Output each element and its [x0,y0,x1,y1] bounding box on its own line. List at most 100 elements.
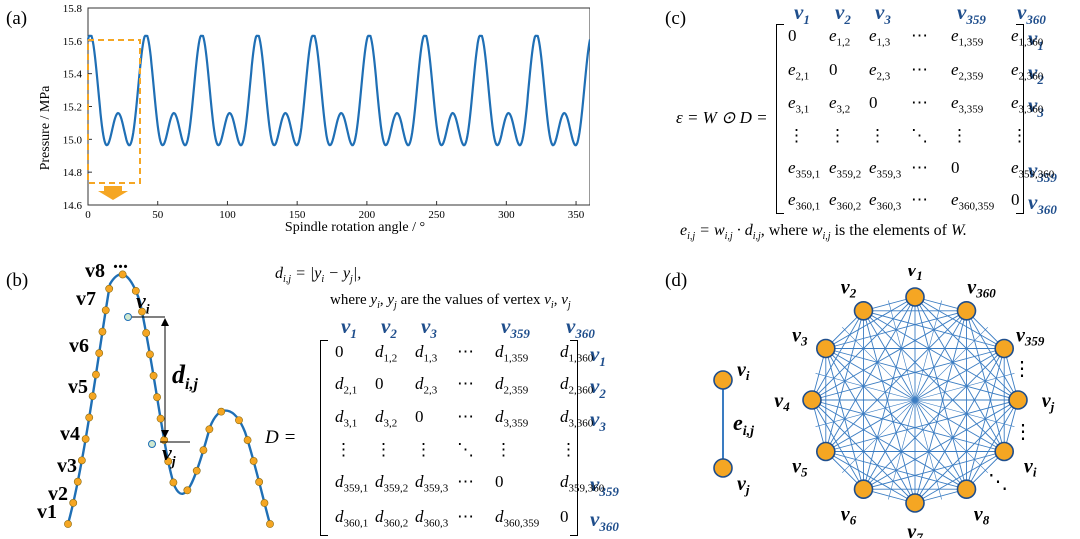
col-head: v360 [1017,0,1046,28]
matrix-cell: e3,2 [829,93,851,116]
sample-vertex [88,392,97,400]
graph-node [1008,390,1028,410]
matrix-cell: ⋮ [951,126,968,145]
arrow-head-down [161,430,169,438]
matrix-cell: d1,2 [375,342,398,365]
matrix-cell: d360,2 [375,507,409,530]
x-tick-label: 0 [85,209,91,221]
matrix-cell: ⋯ [911,158,928,177]
matrix-cell: e1,359 [951,26,984,49]
matrix-cell: 0 [951,158,960,177]
matrix-cell: d359,2 [375,472,409,495]
matrix-cell: e1,2 [829,26,851,49]
matrix-cell: ⋯ [457,374,474,393]
col-head: v3 [421,314,437,342]
graph-edge [914,300,942,401]
matrix-cell: d360,1 [335,507,369,530]
sample-vertex [69,499,78,507]
arrow-head-up [161,318,169,326]
row-head: v1 [1028,26,1044,54]
matrix-cell: e360,1 [788,190,821,213]
matrix-cell: d2,360 [560,374,594,397]
epsilon-definition: ε = W ⊙ D = [676,108,768,127]
graph-edge [815,399,916,427]
matrix-cell: d359,1 [335,472,369,495]
matrix-cell: 0 [869,93,878,112]
row-head: v359 [1028,158,1057,186]
row-head: v3 [590,407,606,435]
edge-vi-label: vi [737,359,750,383]
x-axis-label: Spindle rotation angle / ° [285,220,425,235]
sample-vertex [149,371,158,380]
sample-vertex [95,349,104,358]
matrix-cell: ⋯ [457,342,474,361]
vertex-label-v2: v2 [48,483,68,505]
y-tick-label: 15.6 [63,36,83,48]
sample-vertex [146,350,154,359]
edge-vj-label: vj [737,473,750,497]
vertex-vj-label: vj [162,440,176,470]
row-head: v360 [590,507,619,535]
sample-vertex [81,435,90,443]
bracket-right [1016,24,1024,214]
graph-node [802,390,822,410]
matrix-cell: d3,2 [375,407,398,430]
sample-vertex [199,446,208,455]
sample-vertex [131,286,140,295]
graph-edge [914,326,989,401]
graph-node [956,479,977,500]
col-head: v359 [957,0,986,28]
matrix-cell: ⋯ [911,93,928,112]
matrix-cell: 0 [375,374,384,393]
graph-edge [811,310,864,401]
matrix-cell: ⋮ [829,126,846,145]
graph-edge [863,310,1019,401]
graph-edge [888,399,916,500]
edge-node-vi [713,370,733,390]
matrix-cell: d1,360 [560,342,594,365]
vertex-ellipsis: ... [113,251,128,273]
vertex-label-v6: v6 [69,335,89,357]
node-label: vi [1024,456,1037,480]
matrix-cell: 0 [415,407,424,426]
col-head: v2 [381,314,397,342]
node-label: v359 [1016,325,1045,349]
vertex-label-v7: v7 [76,288,96,310]
node-label: v3 [792,325,808,349]
graph-node [994,441,1015,462]
vertex-label-v4: v4 [60,423,80,445]
x-tick-label: 200 [359,209,376,221]
matrix-cell: d360,3 [415,507,449,530]
graph-edge [841,326,916,401]
sample-vertex [217,407,226,416]
matrix-cell: 0 [788,26,797,45]
sample-vertex [101,306,110,315]
sample-vertex [243,436,252,444]
matrix-cell: e360,359 [951,190,995,213]
graph-edge [914,399,1015,427]
element-definition: ei,j = wi,j · di,j, where wi,j is the el… [680,222,967,243]
node-label: v1 [907,268,922,283]
matrix-cell: d3,360 [560,407,594,430]
sample-vertex [249,457,258,465]
y-axis-label: Pressure / MPa [38,85,53,171]
matrix-cell: ⋮ [415,440,432,459]
panel-d-label: (d) [665,270,688,291]
matrix-cell: e2,3 [869,60,891,83]
sample-vertex [73,477,82,486]
sample-vertex [192,466,201,475]
graph-edge [825,451,916,504]
matrix-cell: e360,3 [869,190,902,213]
matrix-cell: e2,359 [951,60,984,83]
graph-node [853,479,874,500]
col-head: v3 [875,0,891,28]
y-tick-label: 15.0 [63,134,83,146]
node-label: v8 [974,503,990,527]
matrix-cell: ⋯ [457,507,474,526]
graph-edge [914,373,1015,401]
sample-vertex [98,327,107,336]
sample-vertex [153,393,161,402]
sample-vertex [164,457,173,466]
